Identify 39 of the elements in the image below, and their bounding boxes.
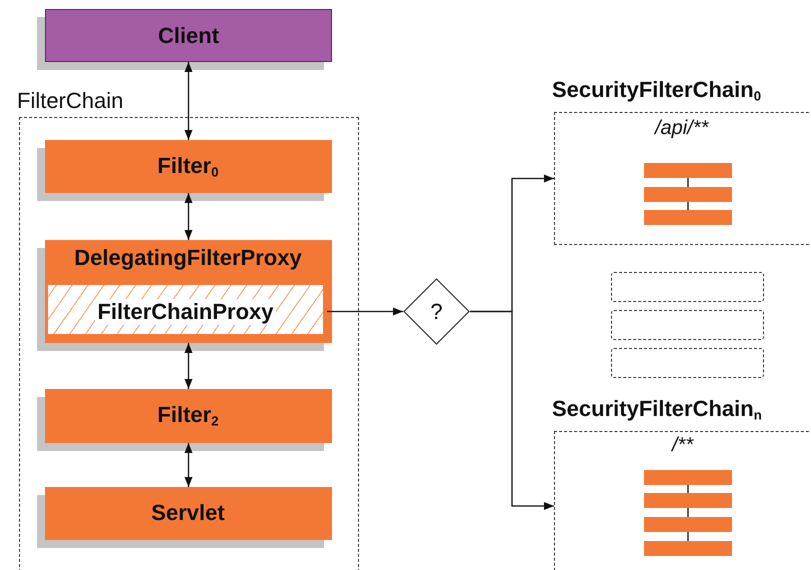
proxy-box bbox=[44, 240, 332, 342]
connector-line bbox=[687, 532, 689, 541]
filter-bar bbox=[644, 470, 732, 484]
arrow bbox=[184, 62, 192, 140]
connector-line bbox=[687, 178, 689, 187]
group-title: SecurityFilterChain$_{0}$ bbox=[552, 77, 762, 104]
path-pattern: /** bbox=[672, 434, 694, 457]
hatched-proxy-box bbox=[46, 283, 325, 336]
arrow bbox=[327, 308, 403, 316]
filter-box bbox=[44, 388, 332, 442]
arrow bbox=[184, 443, 192, 487]
connector-line bbox=[687, 508, 689, 517]
dashed-placeholder-box bbox=[611, 310, 764, 340]
filter-bar bbox=[644, 540, 732, 556]
connector-line bbox=[687, 485, 689, 493]
path-pattern: /api/** bbox=[655, 117, 708, 140]
arrow bbox=[184, 343, 192, 389]
box-label: Client bbox=[158, 22, 220, 48]
filter-bar bbox=[644, 162, 732, 178]
decision-diamond bbox=[403, 278, 470, 345]
dashed-placeholder-box bbox=[611, 348, 764, 378]
filter-bar bbox=[644, 186, 732, 202]
box-label: FilterChainProxy bbox=[95, 299, 276, 325]
filter-box bbox=[44, 140, 332, 192]
connector-line bbox=[687, 202, 689, 210]
box-label: ? bbox=[430, 298, 443, 324]
group-title: SecurityFilterChain$_{n}$ bbox=[552, 396, 762, 422]
box-label: Filter$_{0}$ bbox=[157, 152, 219, 180]
filter-bar bbox=[644, 210, 732, 224]
filter-box bbox=[44, 486, 332, 540]
filter-bar bbox=[644, 516, 732, 532]
box-label: Servlet bbox=[151, 500, 225, 526]
arrow bbox=[470, 310, 554, 510]
box-label: DelegatingFilterProxy bbox=[74, 244, 302, 270]
arrow bbox=[184, 193, 192, 240]
filter-bar bbox=[644, 492, 732, 508]
dashed-placeholder-box bbox=[611, 272, 764, 302]
box-label: Filter$_{2}$ bbox=[157, 402, 219, 429]
group-title: FilterChain bbox=[17, 88, 124, 114]
